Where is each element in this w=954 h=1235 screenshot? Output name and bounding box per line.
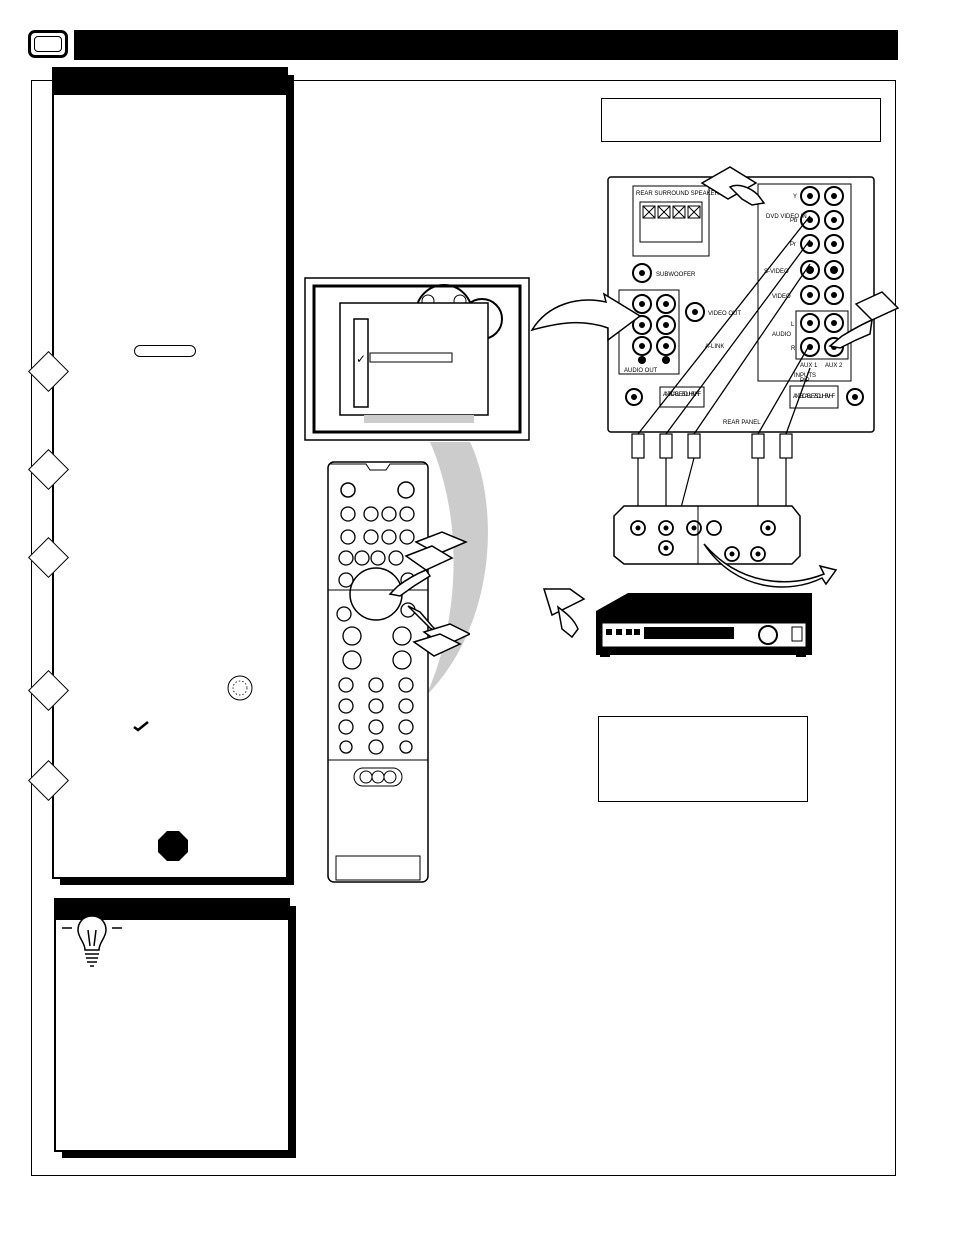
- check-icon: [133, 721, 149, 732]
- note-box: [598, 716, 808, 802]
- video-out-label: VIDEO OUT: [708, 311, 741, 317]
- l-label: L: [791, 322, 795, 328]
- hand-pointer-icon: [700, 166, 766, 206]
- menu-button-icon: [134, 345, 196, 357]
- dvd-output-panel: [613, 505, 801, 565]
- aux2-label: AUX 2: [825, 363, 843, 369]
- ant-b-label: ANT B / CABLE 75 Ω UHF/VHF: [793, 394, 835, 400]
- video-label: VIDEO: [772, 294, 791, 300]
- joystick-icon: [227, 675, 253, 701]
- menu-screen-illustration: ✓: [304, 277, 530, 441]
- instruction-panel: [52, 67, 288, 879]
- lightbulb-icon: [62, 902, 122, 967]
- link-label: A-LINK: [705, 344, 724, 350]
- tv-icon: [28, 30, 68, 58]
- step-marker-1: [27, 350, 70, 393]
- instruction-panel-header: [52, 67, 288, 95]
- aux1-label: AUX 1: [800, 363, 818, 369]
- grey-swoosh: [426, 442, 488, 696]
- y-label: Y: [793, 194, 797, 200]
- hand-on-remote-icon: [388, 531, 470, 657]
- tip-box: [54, 898, 290, 1152]
- check-mark: ✓: [356, 352, 366, 366]
- remote-control-illustration: [327, 461, 429, 883]
- rear-panel-label: REAR PANEL: [723, 420, 761, 426]
- subwoofer-label: SUBWOOFER: [656, 272, 696, 278]
- pb-label: Pb: [790, 218, 798, 224]
- step-marker-5: [27, 759, 70, 802]
- hand-pointer-icon: [828, 291, 900, 349]
- page-frame: [31, 80, 896, 1176]
- dvd-label: DVD VIDEO IN: [766, 214, 807, 220]
- audio-label: AUDIO: [772, 332, 791, 338]
- stop-sign-icon: [158, 831, 188, 861]
- arrow-to-rear-panel: [530, 292, 642, 342]
- dvd-player-illustration: [542, 588, 812, 657]
- tip-header: [54, 898, 290, 920]
- curved-arrow: [703, 543, 838, 588]
- step-marker-3: [27, 536, 70, 579]
- inputs-label: INPUTS: [794, 373, 816, 379]
- pr-label: Pr: [790, 242, 796, 248]
- cables-illustration: [631, 215, 811, 520]
- step-marker-4: [27, 669, 70, 712]
- speakers-label: REAR SURROUND SPEAKERS: [636, 191, 723, 197]
- connection-title-box: [601, 98, 881, 142]
- step-marker-2: [27, 448, 70, 491]
- audio-out-label: AUDIO OUT: [624, 368, 658, 374]
- header-bar: [74, 30, 898, 60]
- ant-a-label: ANT A / CABLE 75 Ω UHF/VHF: [663, 392, 701, 398]
- svideo-label: S-VIDEO: [764, 269, 789, 275]
- r-label: R: [791, 346, 796, 352]
